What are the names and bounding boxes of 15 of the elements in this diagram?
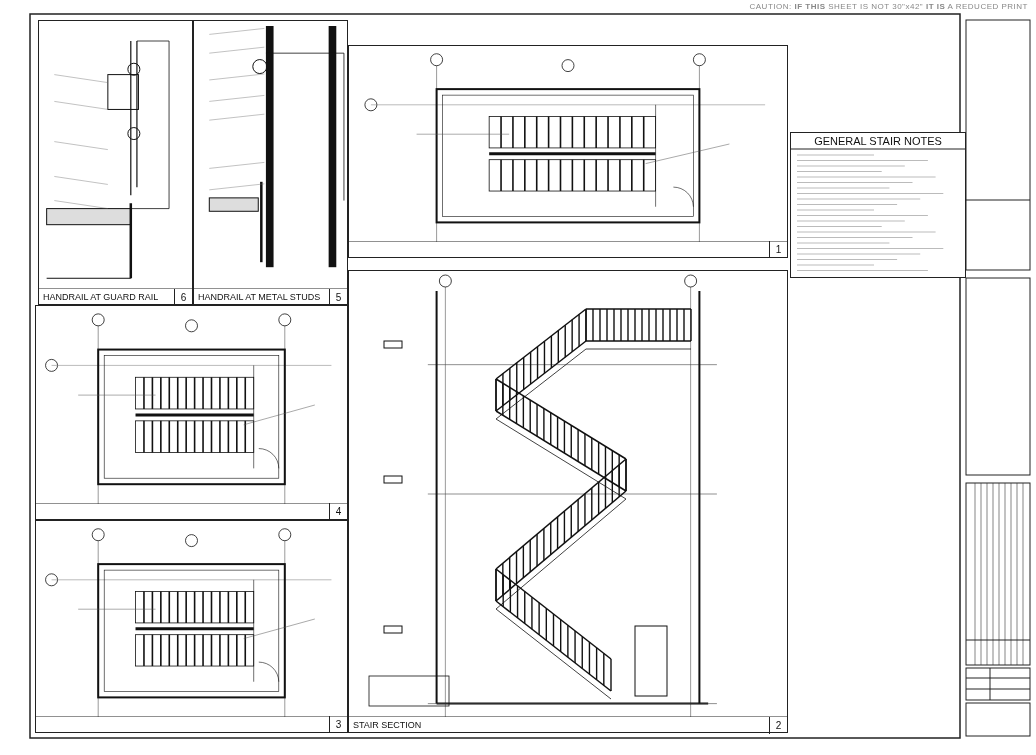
drawing-panel (348, 270, 788, 733)
detail-title: HANDRAIL AT METAL STUDS (198, 292, 321, 302)
drawing-panel (38, 20, 193, 305)
detail-number: 3 (329, 716, 347, 733)
detail-number: 1 (769, 241, 787, 258)
drawing-panel (193, 20, 348, 305)
drawing-panel (348, 45, 788, 258)
notes-box (790, 132, 966, 278)
detail-title: HANDRAIL AT GUARD RAIL (43, 292, 159, 302)
detail-title: STAIR SECTION (353, 720, 422, 730)
caution-note: CAUTION: IF THIS SHEET IS NOT 30"x42" IT IS A REDUCED PRINT (749, 2, 1028, 11)
drawing-panel (35, 520, 348, 733)
detail-number: 2 (769, 717, 787, 734)
notes-heading: GENERAL STAIR NOTES (813, 135, 943, 147)
drawing-panel (35, 305, 348, 520)
